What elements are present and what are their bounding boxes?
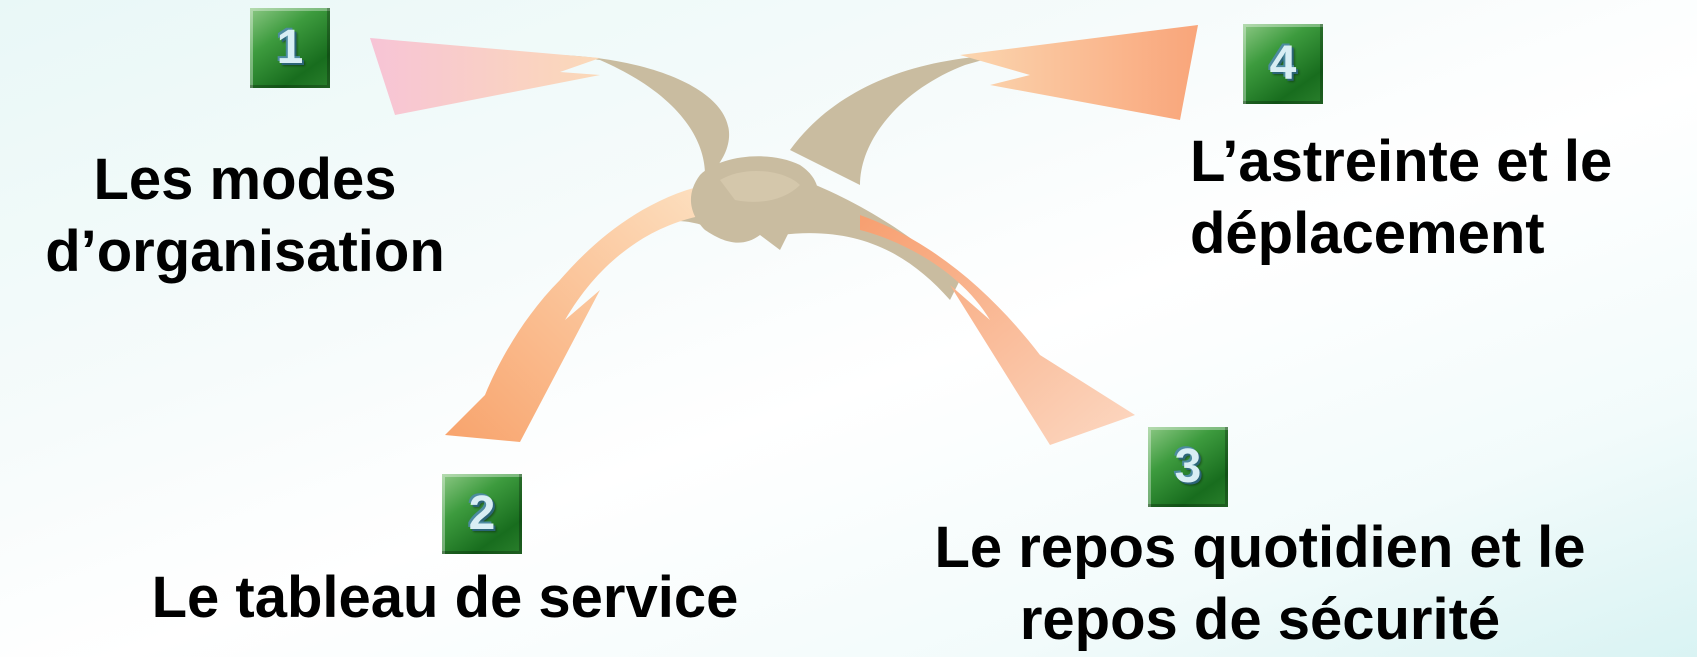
item-label-2: Le tableau de service <box>95 562 795 634</box>
arrow-to-item-1 <box>370 38 730 175</box>
item-label-1: Les modes d’organisation <box>5 144 485 288</box>
badge-number: 4 <box>1269 37 1297 90</box>
badge-number: 2 <box>468 487 496 540</box>
label-line: déplacement <box>1190 201 1545 266</box>
label-line: Le repos quotidien et le <box>934 515 1586 580</box>
label-line: d’organisation <box>45 219 445 284</box>
arrow-to-item-3 <box>780 175 1135 445</box>
label-line: L’astreinte et le <box>1190 129 1613 194</box>
arrow-center-knot <box>690 156 819 250</box>
arrow-to-item-4 <box>790 25 1198 185</box>
number-badge-2: 2 <box>442 474 522 554</box>
number-badge-4: 4 <box>1243 24 1323 104</box>
number-badge-3: 3 <box>1148 427 1228 507</box>
label-line: repos de sécurité <box>1019 587 1501 652</box>
badge-number: 1 <box>276 21 304 74</box>
badge-number: 3 <box>1174 440 1202 493</box>
item-label-3: Le repos quotidien et le repos de sécuri… <box>860 512 1660 656</box>
label-line: Les modes <box>93 147 397 212</box>
item-label-4: L’astreinte et le déplacement <box>1190 126 1695 270</box>
number-badge-1: 1 <box>250 8 330 88</box>
label-line: Le tableau de service <box>151 565 739 630</box>
